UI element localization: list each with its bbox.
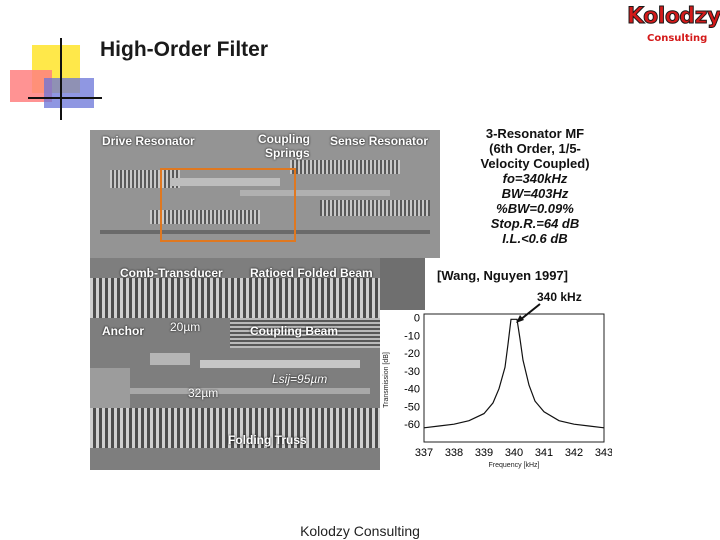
peak-arrow <box>516 303 541 323</box>
sem-image-overview: Drive Resonator Coupling Springs Sense R… <box>90 130 440 258</box>
decor-horizontal-line <box>28 97 102 99</box>
x-tick-label: 339 <box>475 447 493 459</box>
transmission-curve <box>423 318 605 429</box>
sem-overview-texture <box>90 130 440 258</box>
label-comb-transducer: Comb-Transducer <box>120 266 223 280</box>
label-folding-truss: Folding Truss <box>228 433 307 447</box>
decor-vertical-line <box>60 38 62 120</box>
decor-blue-block <box>44 78 94 108</box>
y-tick-label: -30 <box>404 366 420 378</box>
y-tick-labels: 0 -10 -20 -30 -40 -50 -60 <box>404 313 420 432</box>
spec-line-2: (6th Order, 1/5- <box>489 141 581 156</box>
label-anchor: Anchor <box>102 324 144 338</box>
x-tick-label: 340 <box>505 447 523 459</box>
label-coupling-beam: Coupling Beam <box>250 324 339 338</box>
plot-frame <box>423 313 605 443</box>
filter-spec-block: 3-Resonator MF (6th Order, 1/5- Velocity… <box>440 126 630 246</box>
x-tick-label: 337 <box>415 447 433 459</box>
x-tick-label: 343 <box>595 447 612 459</box>
x-tick-label: 338 <box>445 447 463 459</box>
frequency-response-chart: Transmission [dB] Frequency [kHz] 0 -10 -2… <box>380 310 612 470</box>
sem-detail-texture <box>90 258 380 470</box>
company-logo: Kolodzy Consulting <box>627 4 720 48</box>
zoom-region-box <box>160 168 296 242</box>
spec-stopband: Stop.R.=64 dB <box>490 216 580 231</box>
spec-line-1: 3-Resonator MF <box>485 126 585 141</box>
label-sense-resonator: Sense Resonator <box>330 134 429 148</box>
y-tick-label: -10 <box>404 330 420 342</box>
label-coupling: Coupling <box>258 132 310 146</box>
logo-main-text: Kolodzy <box>627 4 720 30</box>
y-tick-label: 0 <box>414 313 420 325</box>
label-drive-resonator: Drive Resonator <box>102 134 195 148</box>
label-dim-32: 32µm <box>188 386 219 400</box>
peak-frequency-label: 340 kHz <box>537 290 582 304</box>
x-tick-labels: 337 338 339 340 341 342 343 <box>415 447 612 459</box>
x-tick-label: 342 <box>565 447 583 459</box>
logo-sub-text: Consulting <box>647 33 708 44</box>
label-springs: Springs <box>265 146 310 160</box>
sem-image-detail: Comb-Transducer Ratioed Folded Beam Anch… <box>90 258 380 470</box>
spec-bw: BW=403Hz <box>501 186 569 201</box>
slide-footer: Kolodzy Consulting <box>300 523 420 539</box>
y-axis-label: Transmission [dB] <box>383 352 390 408</box>
spec-percent-bw: %BW=0.09% <box>496 201 574 216</box>
x-tick-label: 341 <box>535 447 553 459</box>
slide-title: High-Order Filter <box>100 38 269 61</box>
plot-background <box>380 310 612 470</box>
spec-f0: fo=340kHz <box>502 171 568 186</box>
spec-insertion-loss: I.L.<0.6 dB <box>502 231 568 246</box>
x-axis-label: Frequency [kHz] <box>489 462 540 469</box>
label-dim-20: 20µm <box>170 320 201 334</box>
spec-line-3: Velocity Coupled) <box>480 156 590 171</box>
y-tick-label: -20 <box>404 348 420 360</box>
y-tick-label: -40 <box>404 384 420 396</box>
y-tick-label: -50 <box>404 401 420 413</box>
citation-reference: [Wang, Nguyen 1997] <box>437 268 568 283</box>
y-tick-label: -60 <box>404 419 420 431</box>
label-lsij: Lsij=95µm <box>272 372 328 386</box>
label-folded-beam: Ratioed Folded Beam <box>250 266 373 280</box>
